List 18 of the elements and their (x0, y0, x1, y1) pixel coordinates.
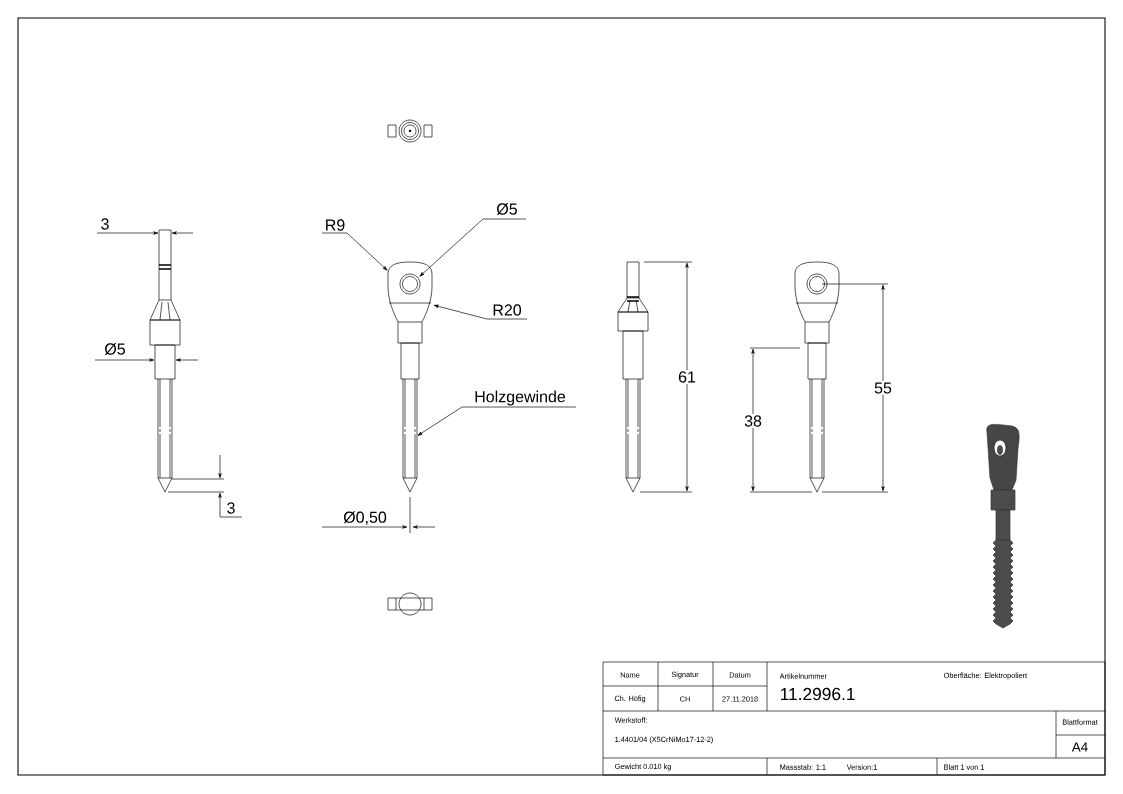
leader-line (419, 218, 484, 277)
front-view-drawing (387, 261, 433, 493)
dimension-text: 3 (227, 502, 235, 514)
dimension-text: 3 (101, 218, 109, 230)
dimension-text: 55 (872, 381, 894, 395)
dimension-text: Holzgewinde (461, 390, 577, 408)
dimension-text: Ø0,50 (343, 511, 387, 525)
dimension-text: 61 (676, 370, 698, 384)
dimension-text: R20 (486, 304, 528, 320)
dimension-text: Ø5 (482, 203, 527, 220)
title-block-text: A4 (1071, 742, 1088, 752)
leader-line (433, 304, 488, 320)
leader-line (346, 232, 388, 271)
dimension-text: 38 (742, 414, 764, 428)
dimension-text: Ø5 (104, 343, 125, 355)
dimension-text: R9 (321, 219, 348, 234)
title-block-text: 11.2996.1 (781, 687, 855, 701)
leader-line (417, 406, 463, 436)
